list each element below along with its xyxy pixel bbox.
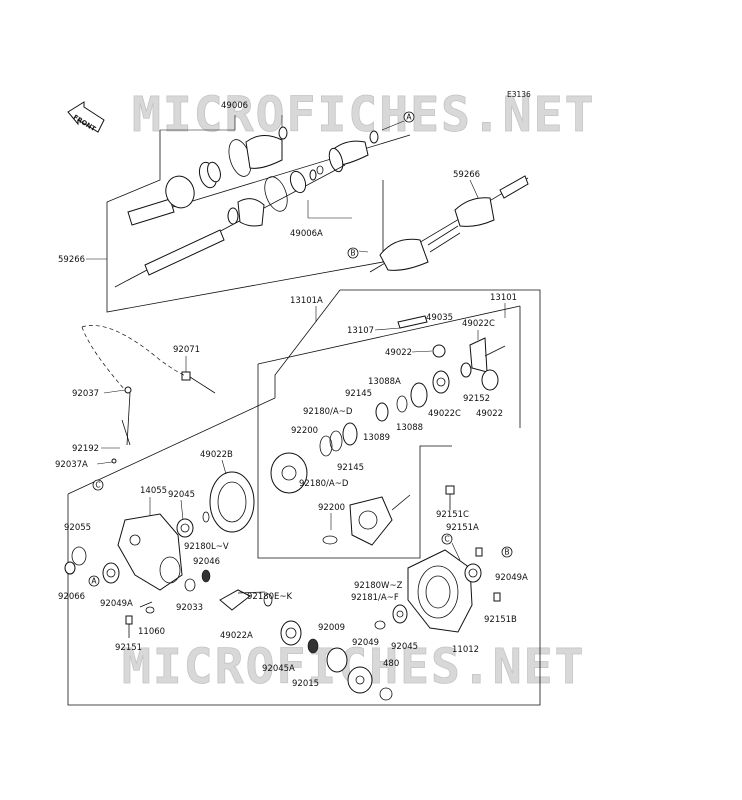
label-92049: 92049 — [352, 638, 379, 648]
label-92151B: 92151B — [484, 615, 517, 625]
label-92037A: 92037A — [55, 460, 88, 470]
label-92180LV: 92180L~V — [184, 542, 229, 552]
diff-cover — [349, 496, 393, 546]
ref-a-top: A — [406, 113, 412, 122]
top-axle-group: 49006 49006A 59266 — [58, 101, 411, 313]
label-92180EK: 92180E~K — [247, 592, 293, 602]
ref-c-right: C — [444, 535, 449, 544]
label-92200-mid: 92200 — [318, 503, 345, 513]
label-92151C: 92151C — [436, 510, 469, 520]
label-92009: 92009 — [318, 623, 345, 633]
label-480: 480 — [383, 659, 399, 669]
label-13088: 13088 — [396, 423, 423, 433]
label-92045-left: 92045 — [168, 490, 195, 500]
front-arrow-icon: FRONT — [67, 101, 105, 133]
label-92145-mid: 92145 — [337, 463, 364, 473]
label-92151: 92151 — [115, 643, 142, 653]
label-92145-top: 92145 — [345, 389, 372, 399]
right-housing — [407, 549, 473, 633]
label-49022B: 49022B — [200, 450, 233, 460]
label-49022C-mid: 49022C — [428, 409, 461, 419]
label-92181AF: 92181/A~F — [351, 593, 399, 603]
label-59266-left: 59266 — [58, 255, 85, 265]
label-92192: 92192 — [72, 444, 99, 454]
label-92180AD-top: 92180/A~D — [303, 407, 353, 417]
label-92046: 92046 — [193, 557, 220, 567]
label-92015: 92015 — [292, 679, 319, 689]
label-59266-right: 59266 — [453, 170, 480, 180]
label-92049A: 92049A — [495, 573, 528, 583]
ring-gear — [209, 471, 255, 533]
label-14055: 14055 — [140, 486, 167, 496]
label-92180WZ: 92180W~Z — [354, 581, 403, 591]
label-13088A: 13088A — [368, 377, 401, 387]
label-92071: 92071 — [173, 345, 200, 355]
label-13089: 13089 — [363, 433, 390, 443]
label-92151A: 92151A — [446, 523, 479, 533]
pinion-housing — [117, 513, 183, 591]
right-axle: 59266 B — [347, 170, 529, 273]
label-49006A: 49006A — [290, 229, 323, 239]
label-92180AD-mid: 92180/A~D — [299, 479, 349, 489]
label-13101A: 13101A — [290, 296, 323, 306]
label-92055: 92055 — [64, 523, 91, 533]
label-92200-top: 92200 — [291, 426, 318, 436]
diagram-code: E3136 — [507, 90, 531, 99]
watermark-top: MICROFICHES.NET — [132, 87, 595, 143]
label-92037: 92037 — [72, 389, 99, 399]
ref-b-top: B — [350, 249, 355, 258]
label-92033: 92033 — [176, 603, 203, 613]
ref-b-right: B — [504, 548, 509, 557]
label-92066: 92066 — [58, 592, 85, 602]
diff-assembly-box — [67, 289, 541, 706]
label-11012: 11012 — [452, 645, 479, 655]
label-49022-top: 49022 — [385, 348, 412, 358]
ref-c-left: C — [95, 481, 100, 490]
label-13101: 13101 — [490, 293, 517, 303]
label-92045-right: 92045 — [391, 642, 418, 652]
diff-carrier — [270, 452, 308, 494]
label-92152: 92152 — [463, 394, 490, 404]
label-49022A: 49022A — [220, 631, 253, 641]
label-49022-mid: 49022 — [476, 409, 503, 419]
label-11060: 11060 — [138, 627, 165, 637]
watermark-bottom: MICROFICHES.NET — [122, 639, 585, 695]
label-49035: 49035 — [426, 313, 453, 323]
label-13107: 13107 — [347, 326, 374, 336]
label-49022C-top: 49022C — [462, 319, 495, 329]
ref-a-left: A — [91, 577, 97, 586]
label-49006: 49006 — [221, 101, 248, 111]
label-92045A: 92045A — [262, 664, 295, 674]
label-92049A-left: 92049A — [100, 599, 133, 609]
